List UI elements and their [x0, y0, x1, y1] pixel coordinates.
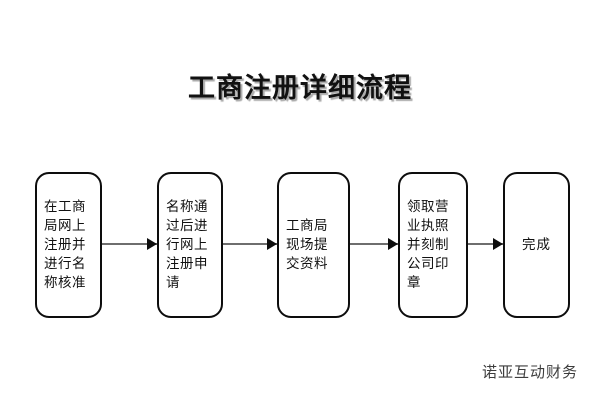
- arrow-line: [102, 243, 157, 245]
- flow-node-label: 名称通过后进行网上注册申请: [166, 198, 208, 291]
- flowchart-row: 在工商局网上注册并进行名称核准 名称通过后进行网上注册申请 工商局现场提交资料 …: [0, 172, 600, 318]
- flow-node-step-1[interactable]: 在工商局网上注册并进行名称核准: [35, 172, 102, 318]
- flow-node-label: 完成: [522, 236, 551, 253]
- watermark: 诺亚互动财务: [481, 363, 578, 381]
- flow-node-label: 在工商局网上注册并进行名称核准: [44, 198, 86, 291]
- flow-arrow-3: [350, 238, 398, 251]
- flow-arrow-2: [223, 238, 277, 251]
- flow-node-step-2[interactable]: 名称通过后进行网上注册申请: [157, 172, 223, 318]
- arrow-line: [223, 243, 277, 245]
- arrow-line: [350, 243, 398, 245]
- arrow-head-icon: [493, 238, 503, 250]
- flow-arrow-4: [468, 238, 503, 251]
- flow-node-label: 工商局现场提交资料: [286, 217, 328, 272]
- arrow-head-icon: [147, 238, 157, 250]
- page-title: 工商注册详细流程: [188, 73, 412, 104]
- arrow-head-icon: [388, 238, 398, 250]
- flow-node-step-5[interactable]: 完成: [503, 172, 570, 318]
- flow-node-label: 领取营业执照并刻制公司印章: [407, 198, 449, 291]
- arrow-line: [468, 243, 503, 245]
- flow-node-step-3[interactable]: 工商局现场提交资料: [277, 172, 350, 318]
- flow-node-step-4[interactable]: 领取营业执照并刻制公司印章: [398, 172, 468, 318]
- arrow-head-icon: [267, 238, 277, 250]
- flow-arrow-1: [102, 238, 157, 251]
